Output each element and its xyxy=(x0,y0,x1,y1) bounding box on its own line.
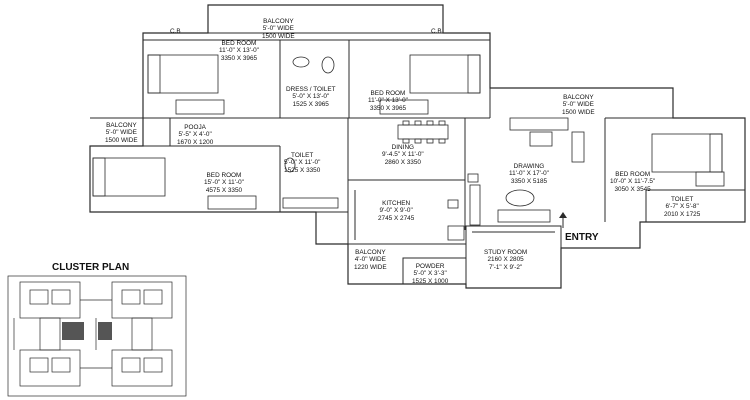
entry-label: ENTRY xyxy=(565,232,599,243)
cb-left-label: C.B xyxy=(170,28,181,35)
balcony-left-label: BALCONY 5'-0" WIDE 1500 WIDE xyxy=(105,122,138,144)
toilet-mid-label: TOILET 5'-0" X 11'-0" 1525 X 3350 xyxy=(284,152,321,174)
wc xyxy=(321,56,335,74)
cluster-plan-thumbnail xyxy=(7,275,187,397)
study-room-label: STUDY ROOM 2160 X 2805 7'-1" X 9'-2" xyxy=(484,249,528,271)
bed-3 xyxy=(92,157,166,197)
dining-table xyxy=(397,124,449,140)
pooja-label: POOJA 5'-5" X 4'-0" 1670 X 1200 xyxy=(177,124,214,146)
cluster-core-hatch xyxy=(98,322,112,340)
cluster-plan-title: CLUSTER PLAN xyxy=(52,262,130,273)
stove xyxy=(447,199,459,209)
cb-right-label: C.B xyxy=(431,28,442,35)
balcony-top-label: BALCONY 5'-0" WIDE 1500 WIDE xyxy=(262,18,295,40)
kitchen-label: KITCHEN 9'-0" X 9'-0" 2745 X 2745 xyxy=(378,200,415,222)
study-room-walls xyxy=(465,225,562,289)
kitchen-counter xyxy=(447,225,465,241)
basin xyxy=(292,56,310,68)
balcony-right-label: BALCONY 5'-0" WIDE 1500 WIDE xyxy=(562,94,595,116)
sofa xyxy=(497,209,551,223)
wardrobe xyxy=(379,99,429,115)
bed-room-3-label: BED ROOM 15'-0" X 11'-0" 4575 X 3350 xyxy=(204,172,244,194)
bed-room-1-label: BED ROOM 11'-0" X 13'-0" 3350 X 3965 xyxy=(219,40,259,62)
bed-1 xyxy=(147,54,219,94)
dress-toilet-label: DRESS / TOILET 5'-0" X 13'-0" 1525 X 396… xyxy=(286,86,336,108)
wardrobe xyxy=(695,171,725,187)
armchair xyxy=(529,131,553,147)
powder-label: POWDER 5'-0" X 3'-3" 1525 X 1000 xyxy=(412,263,449,285)
cluster-core-hatch xyxy=(62,322,84,340)
drawing-label: DRAWING 11'-0" X 17'-0" 3350 X 5185 xyxy=(509,163,549,185)
coffee-table xyxy=(505,189,535,207)
entry-arrow-icon xyxy=(559,212,567,218)
sofa xyxy=(509,117,569,131)
bed-2 xyxy=(409,54,481,94)
bed-room-4-label: BED ROOM 10'-0" X 11'-7.5" 3050 X 3545 xyxy=(610,171,656,193)
sofa xyxy=(571,131,585,163)
bed-4 xyxy=(651,133,723,173)
wardrobe xyxy=(175,99,225,115)
basin xyxy=(282,197,339,209)
dining-label: DINING 9'-4.5" X 11'-0" 2860 X 3350 xyxy=(382,144,424,166)
wardrobe xyxy=(207,195,257,210)
stove xyxy=(467,173,479,183)
powder-walls xyxy=(402,257,467,285)
balcony-bottom-label: BALCONY 4'-0" WIDE 1220 WIDE xyxy=(354,249,387,271)
bed-room-2-label: BED ROOM 11'-0" X 13'-0" 3350 X 3965 xyxy=(368,90,408,112)
wc xyxy=(284,157,296,173)
kitchen-counter xyxy=(469,184,481,226)
toilet-right-label: TOILET 6'-7" X 5'-8" 2010 X 1725 xyxy=(664,196,701,218)
